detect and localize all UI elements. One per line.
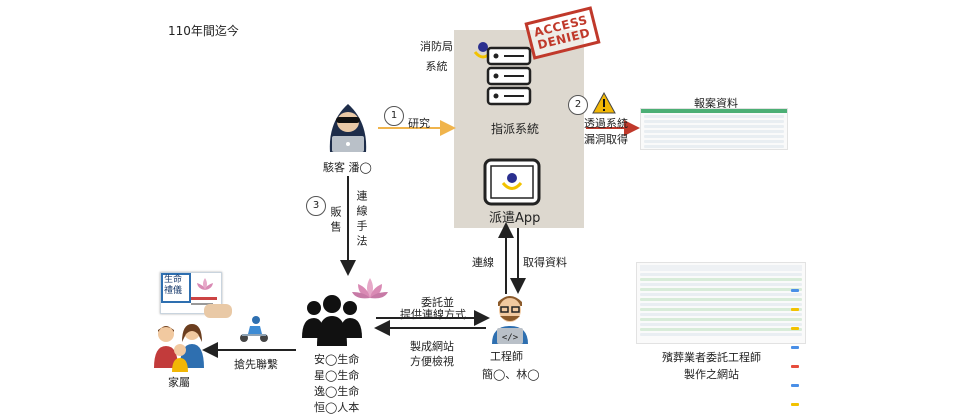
page-title: 110年間迄今 bbox=[168, 24, 239, 38]
company-item: 星◯生命 bbox=[314, 369, 360, 382]
funeral-site-line1: 殯葬業者委託工程師 bbox=[662, 351, 761, 364]
server-icon bbox=[470, 38, 540, 122]
companies-list: 安◯生命 星◯生命 逸◯生命 恒◯人本 bbox=[314, 352, 359, 416]
lotus-icon bbox=[350, 276, 390, 306]
funeral-site-caption: 殯葬業者委託工程師 製作之網站 bbox=[662, 349, 761, 383]
fire-dept-label-line2: 系統 bbox=[425, 60, 448, 73]
family-icon bbox=[152, 320, 208, 376]
step-2-badge: 2 bbox=[568, 95, 588, 115]
card-line1: 生命 bbox=[164, 275, 183, 285]
connect-label: 連線 bbox=[472, 256, 494, 269]
step-2-text: 透過系統 漏洞取得 bbox=[584, 116, 628, 148]
step-1-badge: 1 bbox=[384, 106, 404, 126]
server-label: 指派系統 bbox=[491, 122, 540, 136]
step-1-text: 研究 bbox=[408, 117, 430, 130]
company-item: 恒◯人本 bbox=[314, 401, 360, 414]
fire-dept-label-line1: 消防局 bbox=[420, 40, 453, 53]
report-title: 報案資料 bbox=[694, 97, 738, 110]
build-line2: 方便檢視 bbox=[410, 355, 454, 368]
hacker-label: 駭客 潘◯ bbox=[323, 161, 372, 174]
engineer-icon: </> bbox=[488, 290, 532, 348]
step-3-method: 連線手法 bbox=[355, 190, 368, 250]
company-item: 安◯生命 bbox=[314, 353, 360, 366]
svg-text:</>: </> bbox=[502, 333, 519, 343]
engineer-role: 工程師 bbox=[490, 350, 523, 363]
step-2-text-line2: 漏洞取得 bbox=[584, 133, 628, 146]
step-2-text-line1: 透過系統 bbox=[584, 117, 628, 130]
business-card-icon: 生命 禮儀 bbox=[160, 272, 222, 314]
family-label: 家屬 bbox=[168, 376, 190, 389]
group-icon bbox=[302, 294, 362, 350]
funeral-site-line2: 製作之網站 bbox=[684, 368, 739, 381]
step-3-sell: 販售 bbox=[329, 206, 342, 236]
scooter-icon bbox=[236, 314, 272, 348]
hacker-icon bbox=[322, 98, 374, 158]
report-data-screenshot bbox=[640, 108, 788, 150]
card-line2: 禮儀 bbox=[164, 286, 183, 296]
company-item: 逸◯生命 bbox=[314, 385, 360, 398]
warning-icon bbox=[592, 91, 616, 118]
fetch-label: 取得資料 bbox=[523, 256, 567, 269]
hand-icon bbox=[204, 304, 232, 318]
commission-line2: 提供連線方式 bbox=[400, 308, 466, 321]
step-3-badge: 3 bbox=[306, 196, 326, 216]
engineer-names: 簡◯、林◯ bbox=[482, 368, 540, 381]
fire-dept-label: 消防局 系統 bbox=[420, 38, 453, 74]
contact-label: 搶先聯繫 bbox=[234, 358, 278, 371]
funeral-website-screenshot bbox=[636, 262, 806, 406]
tablet-icon bbox=[483, 158, 541, 210]
commission-line1: 委託並 bbox=[421, 296, 454, 309]
build-line1: 製成網站 bbox=[410, 340, 454, 353]
